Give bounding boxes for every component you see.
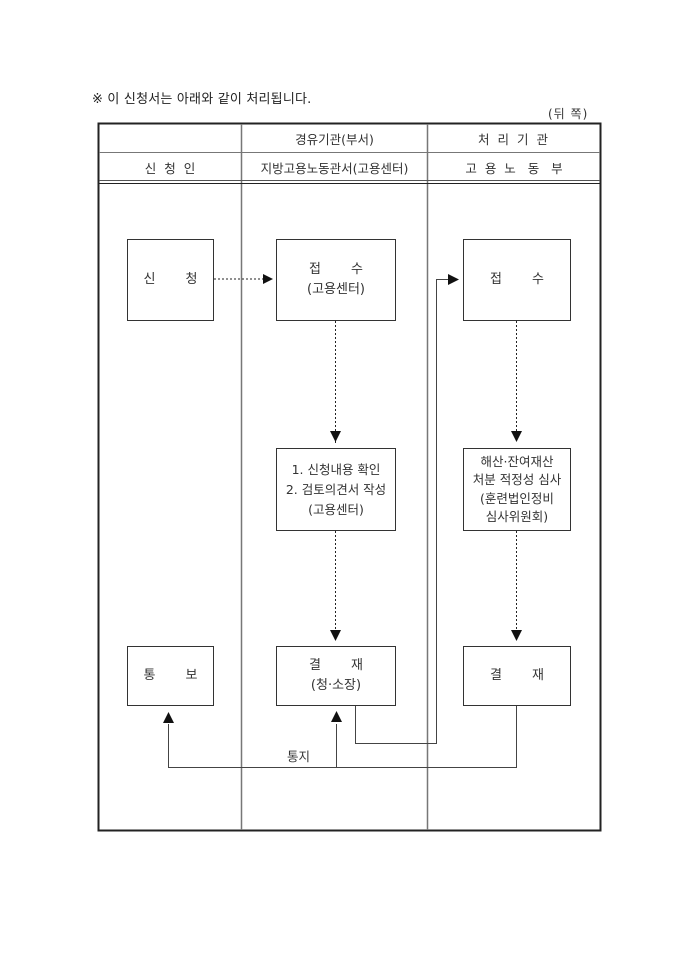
arrow-head	[330, 630, 341, 641]
arrow-head	[331, 711, 342, 722]
flow-line-notification	[168, 706, 517, 768]
table-border	[97, 122, 602, 832]
notification-label: 통지	[287, 749, 311, 764]
step-approve-ministry: 결 재	[463, 646, 571, 706]
intro-note: ※ 이 신청서는 아래와 같이 처리됩니다.	[92, 92, 312, 107]
step-deliberation-line1: 해산·잔여재산	[480, 453, 554, 469]
header-processing-agency: 처 리 기 관	[478, 132, 550, 147]
page-side-label: (뒤 쪽)	[548, 107, 589, 121]
header-local-office: 지방고용노동관서(고용센터)	[260, 161, 409, 176]
step-review-line3: (고용센터)	[308, 501, 364, 517]
step-receive-ministry: 접 수	[463, 239, 571, 321]
arrow-head	[511, 431, 522, 442]
step-receive-center-label: 접 수	[308, 262, 364, 277]
arrow-head	[448, 274, 459, 285]
step-review-line2: 2. 검토의견서 작성	[285, 481, 387, 497]
step-deliberation: 해산·잔여재산 처분 적정성 심사 (훈련법인정비 심사위원회)	[463, 448, 571, 531]
arrow-head	[330, 431, 341, 442]
step-deliberation-line4: 심사위원회)	[485, 509, 549, 524]
arrow-head	[163, 712, 174, 723]
step-approve-center-label: 결 재	[308, 658, 364, 673]
step-deliberation-line2: 처분 적정성 심사	[472, 472, 562, 487]
header-ministry: 고 용 노 동 부	[465, 161, 563, 176]
arrow-head	[511, 630, 522, 641]
step-review-line1: 1. 신청내용 확인	[291, 461, 381, 477]
step-approve-center-sub: (청·소장)	[310, 678, 362, 693]
step-review: 1. 신청내용 확인 2. 검토의견서 작성 (고용센터)	[276, 448, 396, 531]
flow-line-approve-to-ministry	[355, 279, 448, 744]
header-relay-agency: 경유기관(부서)	[295, 132, 374, 147]
step-receive-center-sub: (고용센터)	[307, 282, 365, 297]
step-receive-ministry-label: 접 수	[489, 272, 545, 287]
step-notify: 통 보	[127, 646, 214, 706]
step-approve-center: 결 재 (청·소장)	[276, 646, 396, 706]
step-deliberation-line3: (훈련법인정비	[480, 490, 554, 506]
step-notify-label: 통 보	[143, 668, 198, 683]
step-approve-ministry-label: 결 재	[489, 668, 545, 683]
step-apply: 신 청	[127, 239, 214, 321]
header-applicant: 신 청 인	[144, 161, 196, 176]
step-receive-center: 접 수 (고용센터)	[276, 239, 396, 321]
step-apply-label: 신 청	[143, 272, 198, 287]
